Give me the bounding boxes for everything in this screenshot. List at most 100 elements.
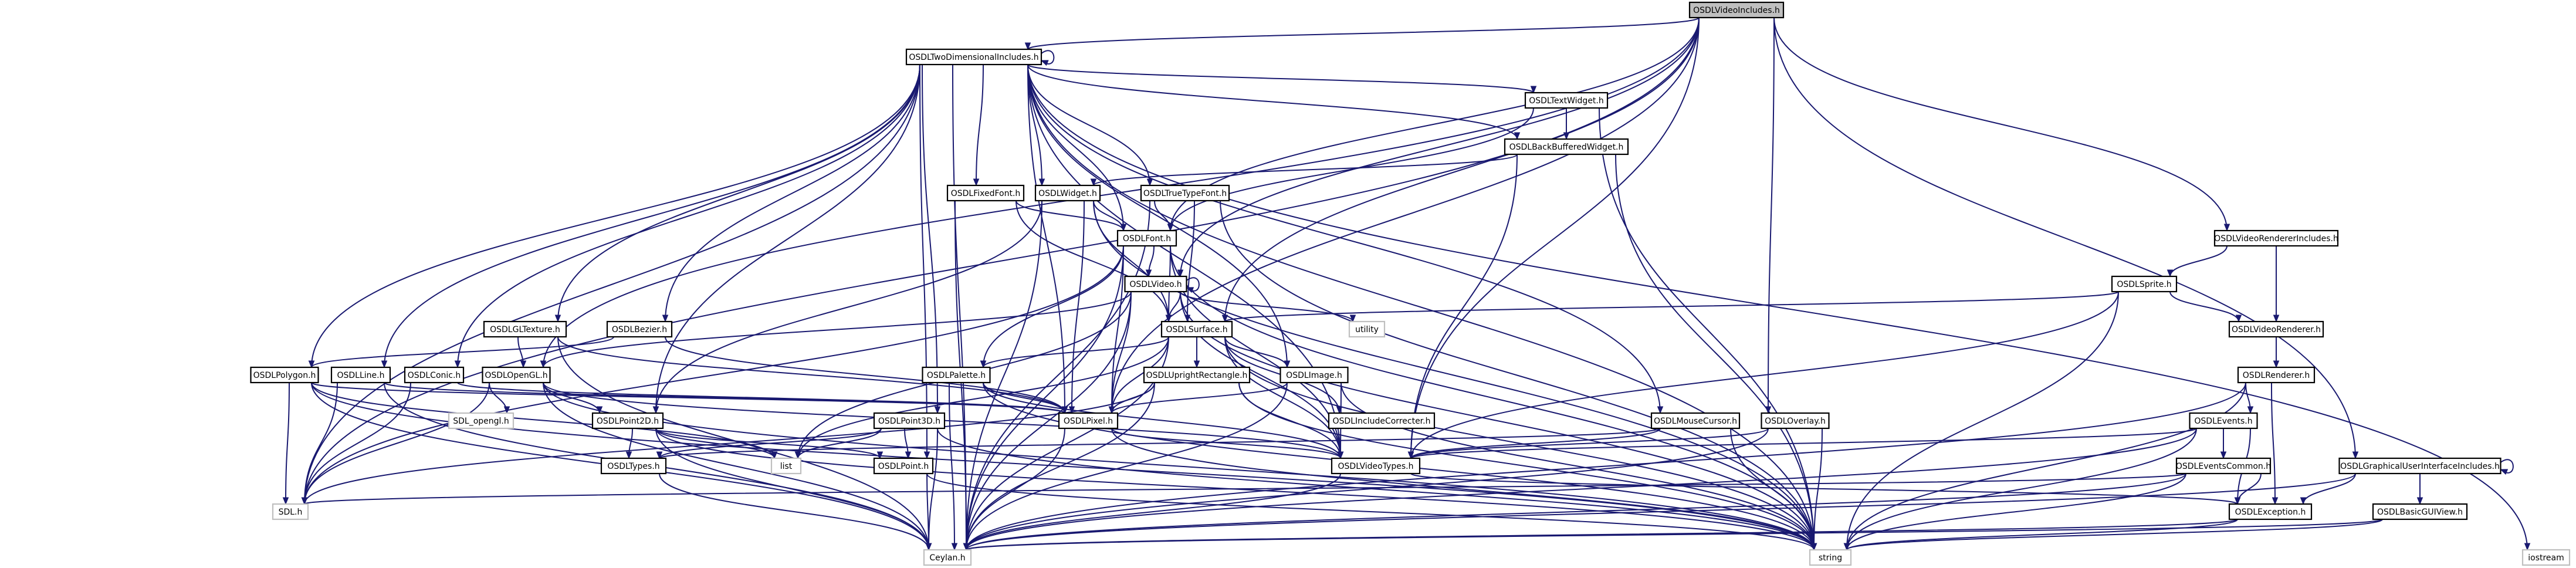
node-label: Ceylan.h (929, 553, 965, 563)
node-label: OSDLMouseCursor.h (1654, 417, 1737, 426)
arrow-head (876, 451, 884, 459)
node-string: string (1809, 549, 1852, 566)
node-box (922, 366, 991, 384)
edge-OSDLGraphicalUserInterfaceIncludes-to-OSDLException (2300, 473, 2356, 505)
arrow-head (381, 360, 388, 368)
node-OSDLBasicGUIView[interactable]: OSDLBasicGUIView.h (2372, 503, 2468, 520)
node-OSDLFixedFont[interactable]: OSDLFixedFont.h (946, 184, 1025, 202)
edge-OSDLGraphicalUserInterfaceIncludes-to-OSDLBasicGUIView (2416, 473, 2423, 505)
node-OSDLVideoTypes[interactable]: OSDLVideoTypes.h (1331, 457, 1421, 475)
edge-OSDLRenderer-to-OSDLEvents (2245, 382, 2254, 414)
node-OSDLImage[interactable]: OSDLImage.h (1279, 366, 1349, 384)
arrow-head (1407, 451, 1414, 459)
arrow-head (951, 543, 958, 551)
node-OSDLEvents[interactable]: OSDLEvents.h (2189, 412, 2258, 430)
node-OSDLRenderer[interactable]: OSDLRenderer.h (2237, 366, 2316, 384)
node-box (2372, 503, 2468, 520)
arrow-head (925, 543, 932, 551)
edge-OSDLFont-to-string (1170, 245, 1817, 551)
node-OSDLVideoIncludes[interactable]: OSDLVideoIncludes.h (1688, 1, 1785, 19)
edge-OSDLEventsCommon-to-SDL (301, 473, 2186, 505)
edge-OSDLWidget-to-OSDLSurface (1093, 200, 1172, 323)
node-OSDLVideoRenderer[interactable]: OSDLVideoRenderer.h (2228, 320, 2324, 338)
edge-OSDLTwoDimensionalIncludes-to-OSDLPoint3D (922, 64, 941, 414)
edge-OSDLPoint3D-to-OSDLPoint (904, 428, 912, 459)
node-OSDLIncludeCorrecter[interactable]: OSDLIncludeCorrecter.h (1328, 412, 1436, 430)
node-label: OSDLTextWidget.h (1529, 96, 1604, 106)
node-OSDLPoint[interactable]: OSDLPoint.h (873, 457, 934, 475)
node-label: OSDLTrueTypeFont.h (1143, 189, 1227, 198)
edge-OSDLVideo-to-OSDLOpenGL (540, 291, 1132, 368)
edge-OSDLPoint2D-to-OSDLTypes (625, 428, 633, 459)
node-box (2521, 549, 2571, 566)
edge-OSDLGraphicalUserInterfaceIncludes-to-OSDLGraphicalUserInterfaceIncludes (2500, 459, 2514, 475)
node-label: OSDLBasicGUIView.h (2377, 508, 2463, 517)
arrow-head (1530, 86, 1537, 94)
arrow-head (2234, 497, 2241, 505)
arrow-head (652, 406, 659, 414)
node-OSDLVideoRendererIncludes[interactable]: OSDLVideoRendererIncludes.h (2213, 229, 2339, 247)
edge-OSDLSurface-to-OSDLUprightRectangle (1193, 337, 1200, 368)
edge-OSDLPoint3D-to-list (794, 428, 882, 459)
edge-OSDLTwoDimensionalIncludes-to-OSDLBackBufferedWidget (1027, 64, 1521, 140)
node-label: OSDLPolygon.h (253, 371, 316, 380)
node-OSDLTrueTypeFont[interactable]: OSDLTrueTypeFont.h (1140, 184, 1230, 202)
node-OSDLPolygon[interactable]: OSDLPolygon.h (250, 366, 319, 384)
arrow-head (963, 543, 970, 551)
arrow-head (1038, 178, 1045, 187)
node-box (1034, 184, 1101, 202)
node-box (923, 549, 972, 566)
arrow-head (1810, 543, 1817, 551)
edge-OSDLBackBufferedWidget-to-OSDLWidget (1090, 154, 1518, 187)
edge-OSDLTwoDimensionalIncludes-to-Ceylan (952, 64, 970, 551)
node-OSDLPoint2D[interactable]: OSDLPoint2D.h (591, 412, 664, 430)
node-box (1688, 1, 1785, 19)
edge-OSDLPoint-to-string (926, 473, 1817, 551)
node-OSDLMouseCursor[interactable]: OSDLMouseCursor.h (1650, 412, 1741, 430)
node-OSDLWidget[interactable]: OSDLWidget.h (1034, 184, 1101, 202)
arrow-head (503, 406, 510, 414)
node-OSDLGraphicalUserInterfaceIncludes[interactable]: OSDLGraphicalUserInterfaceIncludes.h (2338, 457, 2501, 475)
arrow-head (1284, 360, 1291, 368)
node-OSDLTwoDimensionalIncludes[interactable]: OSDLTwoDimensionalIncludes.h (905, 48, 1042, 66)
node-OSDLVideo[interactable]: OSDLVideo.h (1124, 275, 1187, 293)
node-OSDLTextWidget[interactable]: OSDLTextWidget.h (1524, 92, 1609, 109)
node-OSDLPoint3D[interactable]: OSDLPoint3D.h (873, 412, 946, 430)
node-OSDLConic[interactable]: OSDLConic.h (404, 366, 465, 384)
node-OSDLSprite[interactable]: OSDLSprite.h (2111, 275, 2178, 293)
node-OSDLPixel[interactable]: OSDLPixel.h (1058, 412, 1119, 430)
node-OSDLTypes[interactable]: OSDLTypes.h (600, 457, 667, 475)
node-OSDLBackBufferedWidget[interactable]: OSDLBackBufferedWidget.h (1504, 138, 1629, 155)
edge-OSDLVideoIncludes-to-OSDLOverlay (1765, 17, 1775, 414)
arrow-head (2416, 497, 2423, 505)
node-OSDLOverlay[interactable]: OSDLOverlay.h (1761, 412, 1830, 430)
node-label: iostream (2528, 553, 2564, 563)
edge-OSDLTextWidget-to-OSDLFont (1167, 107, 1534, 232)
node-box (2237, 366, 2316, 384)
edge-OSDLWidget-to-OSDLPoint2D (652, 200, 1042, 414)
node-OSDLSurface[interactable]: OSDLSurface.h (1160, 320, 1233, 338)
node-box (1809, 549, 1852, 566)
edge-OSDLSprite-to-OSDLSurface (1221, 291, 2119, 323)
node-OSDLBezier[interactable]: OSDLBezier.h (606, 320, 673, 338)
node-OSDLOpenGL[interactable]: OSDLOpenGL.h (482, 366, 551, 384)
arrow-head (2273, 360, 2280, 368)
node-label: string (1819, 553, 1842, 563)
node-box (1124, 275, 1187, 293)
edge-OSDLVideoIncludes-to-OSDLVideo (1177, 17, 1700, 278)
node-label: OSDLOpenGL.h (485, 371, 547, 380)
node-OSDLException[interactable]: OSDLException.h (2228, 503, 2313, 520)
node-OSDLLine[interactable]: OSDLLine.h (330, 366, 391, 384)
node-OSDLPalette[interactable]: OSDLPalette.h (922, 366, 991, 384)
node-OSDLFont[interactable]: OSDLFont.h (1116, 229, 1177, 247)
node-OSDLUprightRectangle[interactable]: OSDLUprightRectangle.h (1143, 366, 1251, 384)
node-box (1524, 92, 1609, 109)
node-label: SDL_opengl.h (453, 417, 509, 426)
node-Ceylan: Ceylan.h (923, 549, 972, 566)
node-OSDLGLTexture[interactable]: OSDLGLTexture.h (483, 320, 567, 338)
node-OSDLEventsCommon[interactable]: OSDLEventsCommon.h (2176, 457, 2271, 475)
edges-layer (282, 17, 2531, 551)
arrow-head (771, 451, 778, 459)
arrow-head (1024, 42, 1031, 50)
edge-OSDLVideoIncludes-to-OSDLGraphicalUserInterfaceIncludes (1773, 17, 2359, 459)
